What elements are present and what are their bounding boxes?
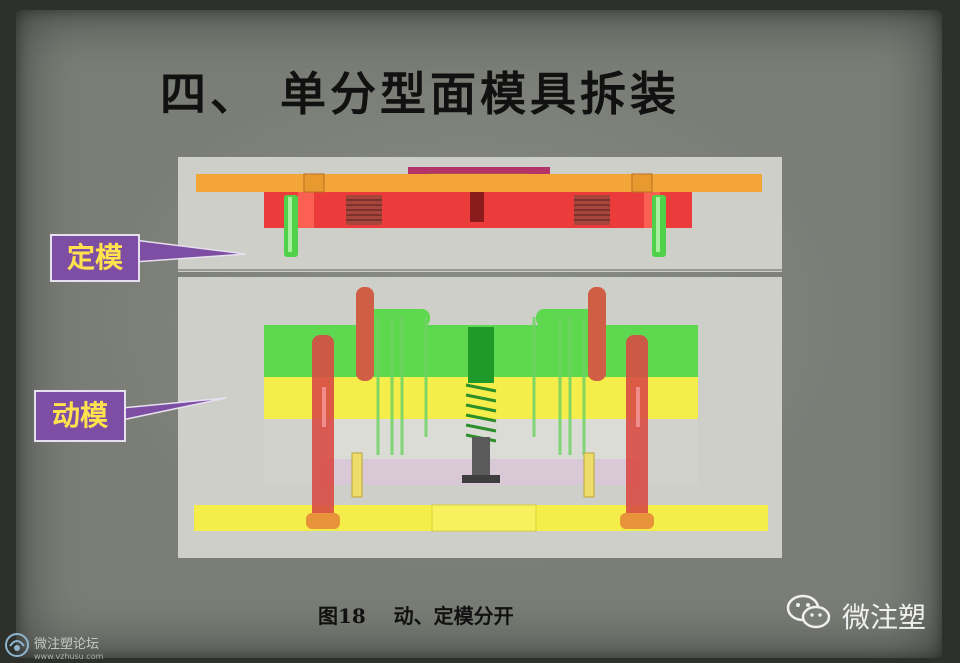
forum-logo: 微注塑论坛 www.vzhusu.com [4,632,103,662]
watermark: 微注塑 [786,592,926,639]
figure-caption: 图18 动、定模分开 [318,604,514,628]
moving-mold-panel [178,277,782,558]
wechat-icon [786,592,832,639]
fixed-mold-panel [178,157,782,272]
slide-title: 四、 单分型面模具拆装 [160,67,681,121]
forum-logo-icon [4,632,30,662]
moving-mold-diagram [194,287,768,532]
forum-logo-url: www.vzhusu.com [34,652,104,661]
forum-logo-name: 微注塑论坛 [34,637,100,652]
fixed-mold-callout: 定模 [50,234,140,282]
moving-mold-callout: 动模 [34,390,126,442]
watermark-text: 微注塑 [841,600,926,634]
fixed-mold-diagram [178,167,782,271]
